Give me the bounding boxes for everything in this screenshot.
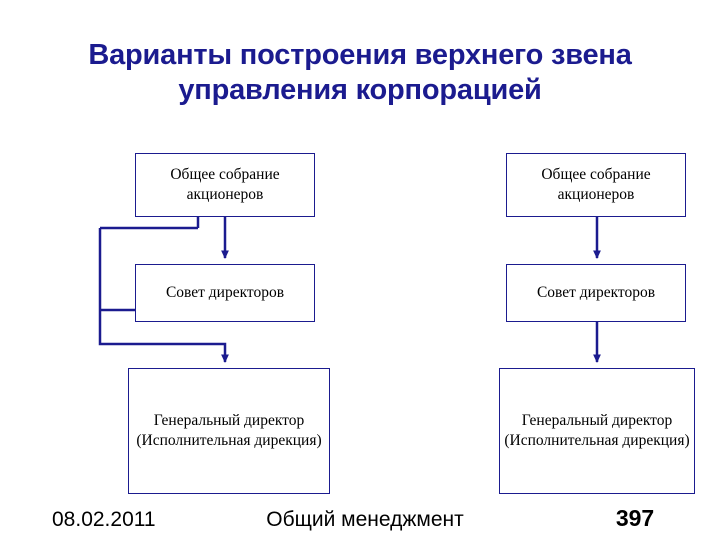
right-board-of-directors-label: Совет директоров	[536, 284, 656, 301]
left-board-of-directors-label: Совет директоров	[165, 284, 285, 301]
left-board-of-directors-box: Совет директоров	[135, 264, 315, 322]
page-title: Варианты построения верхнего звена управ…	[88, 39, 632, 106]
right-shareholders-meeting-box: Общее собрание акционеров	[506, 153, 686, 217]
left-shareholders-meeting-box: Общее собрание акционеров	[135, 153, 315, 217]
right-general-director-label: Генеральный директор (Исполнительная дир…	[504, 412, 690, 449]
left-general-director-box: Генеральный директор (Исполнительная дир…	[128, 368, 330, 494]
footer-course-title: Общий менеджмент	[266, 508, 464, 531]
right-general-director-box: Генеральный директор (Исполнительная дир…	[499, 368, 695, 494]
right-shareholders-meeting-label: Общее собрание акционеров	[541, 166, 651, 203]
footer-date: 08.02.2011	[52, 508, 156, 531]
footer-page-number: 397	[615, 505, 655, 531]
right-board-of-directors-box: Совет директоров	[506, 264, 686, 322]
left-general-director-label: Генеральный директор (Исполнительная дир…	[136, 412, 322, 449]
left-shareholders-meeting-label: Общее собрание акционеров	[170, 166, 280, 203]
